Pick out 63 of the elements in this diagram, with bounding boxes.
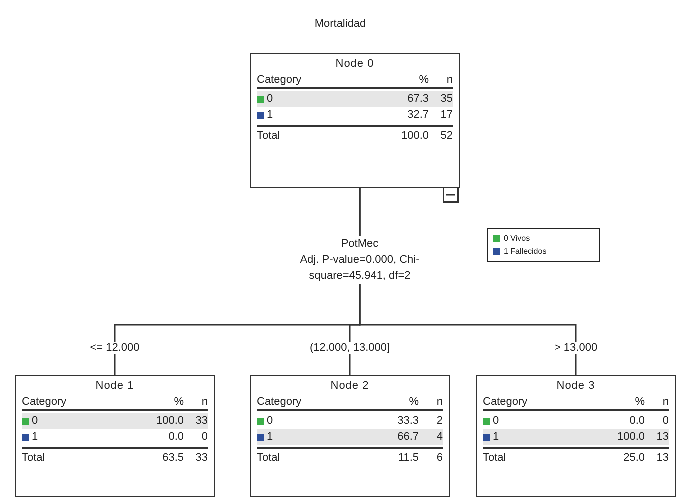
column-header: % — [635, 396, 645, 408]
tree-node-box — [15, 375, 215, 497]
table-cell-text: Total — [257, 452, 282, 464]
column-header: n — [202, 396, 208, 408]
table-cell: 0 — [202, 431, 208, 443]
table-cell: 35 — [440, 93, 453, 105]
tree-node-box — [250, 375, 450, 497]
column-header: n — [446, 74, 453, 86]
column-header: Category — [257, 74, 303, 86]
column-header: % — [409, 396, 419, 408]
table-cell: 25.0 — [624, 452, 645, 464]
table-cell: 0 — [32, 415, 38, 427]
table-cell: 13 — [656, 452, 669, 464]
table-cell: 0 — [267, 93, 274, 105]
table-cell: 33.3 — [398, 415, 419, 427]
table-cell: 1 — [267, 109, 274, 121]
chart-title: Mortalidad — [314, 18, 366, 30]
table-cell: 32.7 — [408, 109, 429, 121]
table-cell: 1 — [493, 431, 500, 443]
table-cell: 4 — [436, 431, 443, 443]
table-cell: 33 — [196, 415, 208, 427]
column-header: Category — [257, 396, 303, 408]
column-header: % — [419, 74, 429, 86]
legend-text: 0 Vivos — [504, 234, 530, 243]
split-rule-text: PotMec — [339, 236, 381, 252]
table-cell-text: Total — [257, 130, 282, 142]
table-cell: 52 — [440, 130, 453, 142]
table-cell-text: Total — [22, 452, 46, 464]
table-cell: 63.5 — [162, 452, 184, 464]
table-cell: 100.0 — [156, 415, 184, 427]
node-title: Node 3 — [556, 380, 596, 392]
edge-label: (12.000, 13.000] — [308, 342, 392, 354]
table-cell: 6 — [436, 452, 443, 464]
legend-text: 1 Fallecidos — [504, 247, 547, 256]
tree-node-box — [250, 53, 460, 188]
table-cell: 0 — [662, 415, 669, 427]
node-title: Node 0 — [336, 58, 374, 70]
column-header: Category — [22, 396, 68, 408]
table-cell: 0 — [493, 415, 500, 427]
node-title: Node 1 — [96, 380, 134, 392]
column-header: % — [174, 396, 184, 408]
table-cell: 2 — [436, 415, 443, 427]
table-cell: 17 — [440, 109, 453, 121]
edge-label: > 13.000 — [552, 342, 600, 354]
column-header: n — [662, 396, 669, 408]
table-cell: 100.0 — [401, 130, 429, 142]
table-cell: 33 — [196, 452, 208, 464]
table-cell: 0.0 — [168, 431, 184, 443]
table-cell: 0 — [267, 415, 274, 427]
table-cell: 100.0 — [617, 431, 645, 443]
column-header: n — [436, 396, 443, 408]
edge-label: <= 12.000 — [88, 342, 142, 354]
table-cell-text: Total — [483, 452, 508, 464]
table-cell: 66.7 — [398, 431, 419, 443]
node-title: Node 2 — [330, 380, 370, 392]
table-cell: 67.3 — [408, 93, 429, 105]
table-cell: 1 — [267, 431, 274, 443]
table-cell: 0.0 — [630, 415, 645, 427]
tree-node-box — [476, 375, 676, 497]
table-cell: 13 — [656, 431, 669, 443]
column-header: Category — [483, 396, 529, 408]
table-cell: 1 — [32, 431, 38, 443]
table-cell: 11.5 — [398, 452, 419, 464]
